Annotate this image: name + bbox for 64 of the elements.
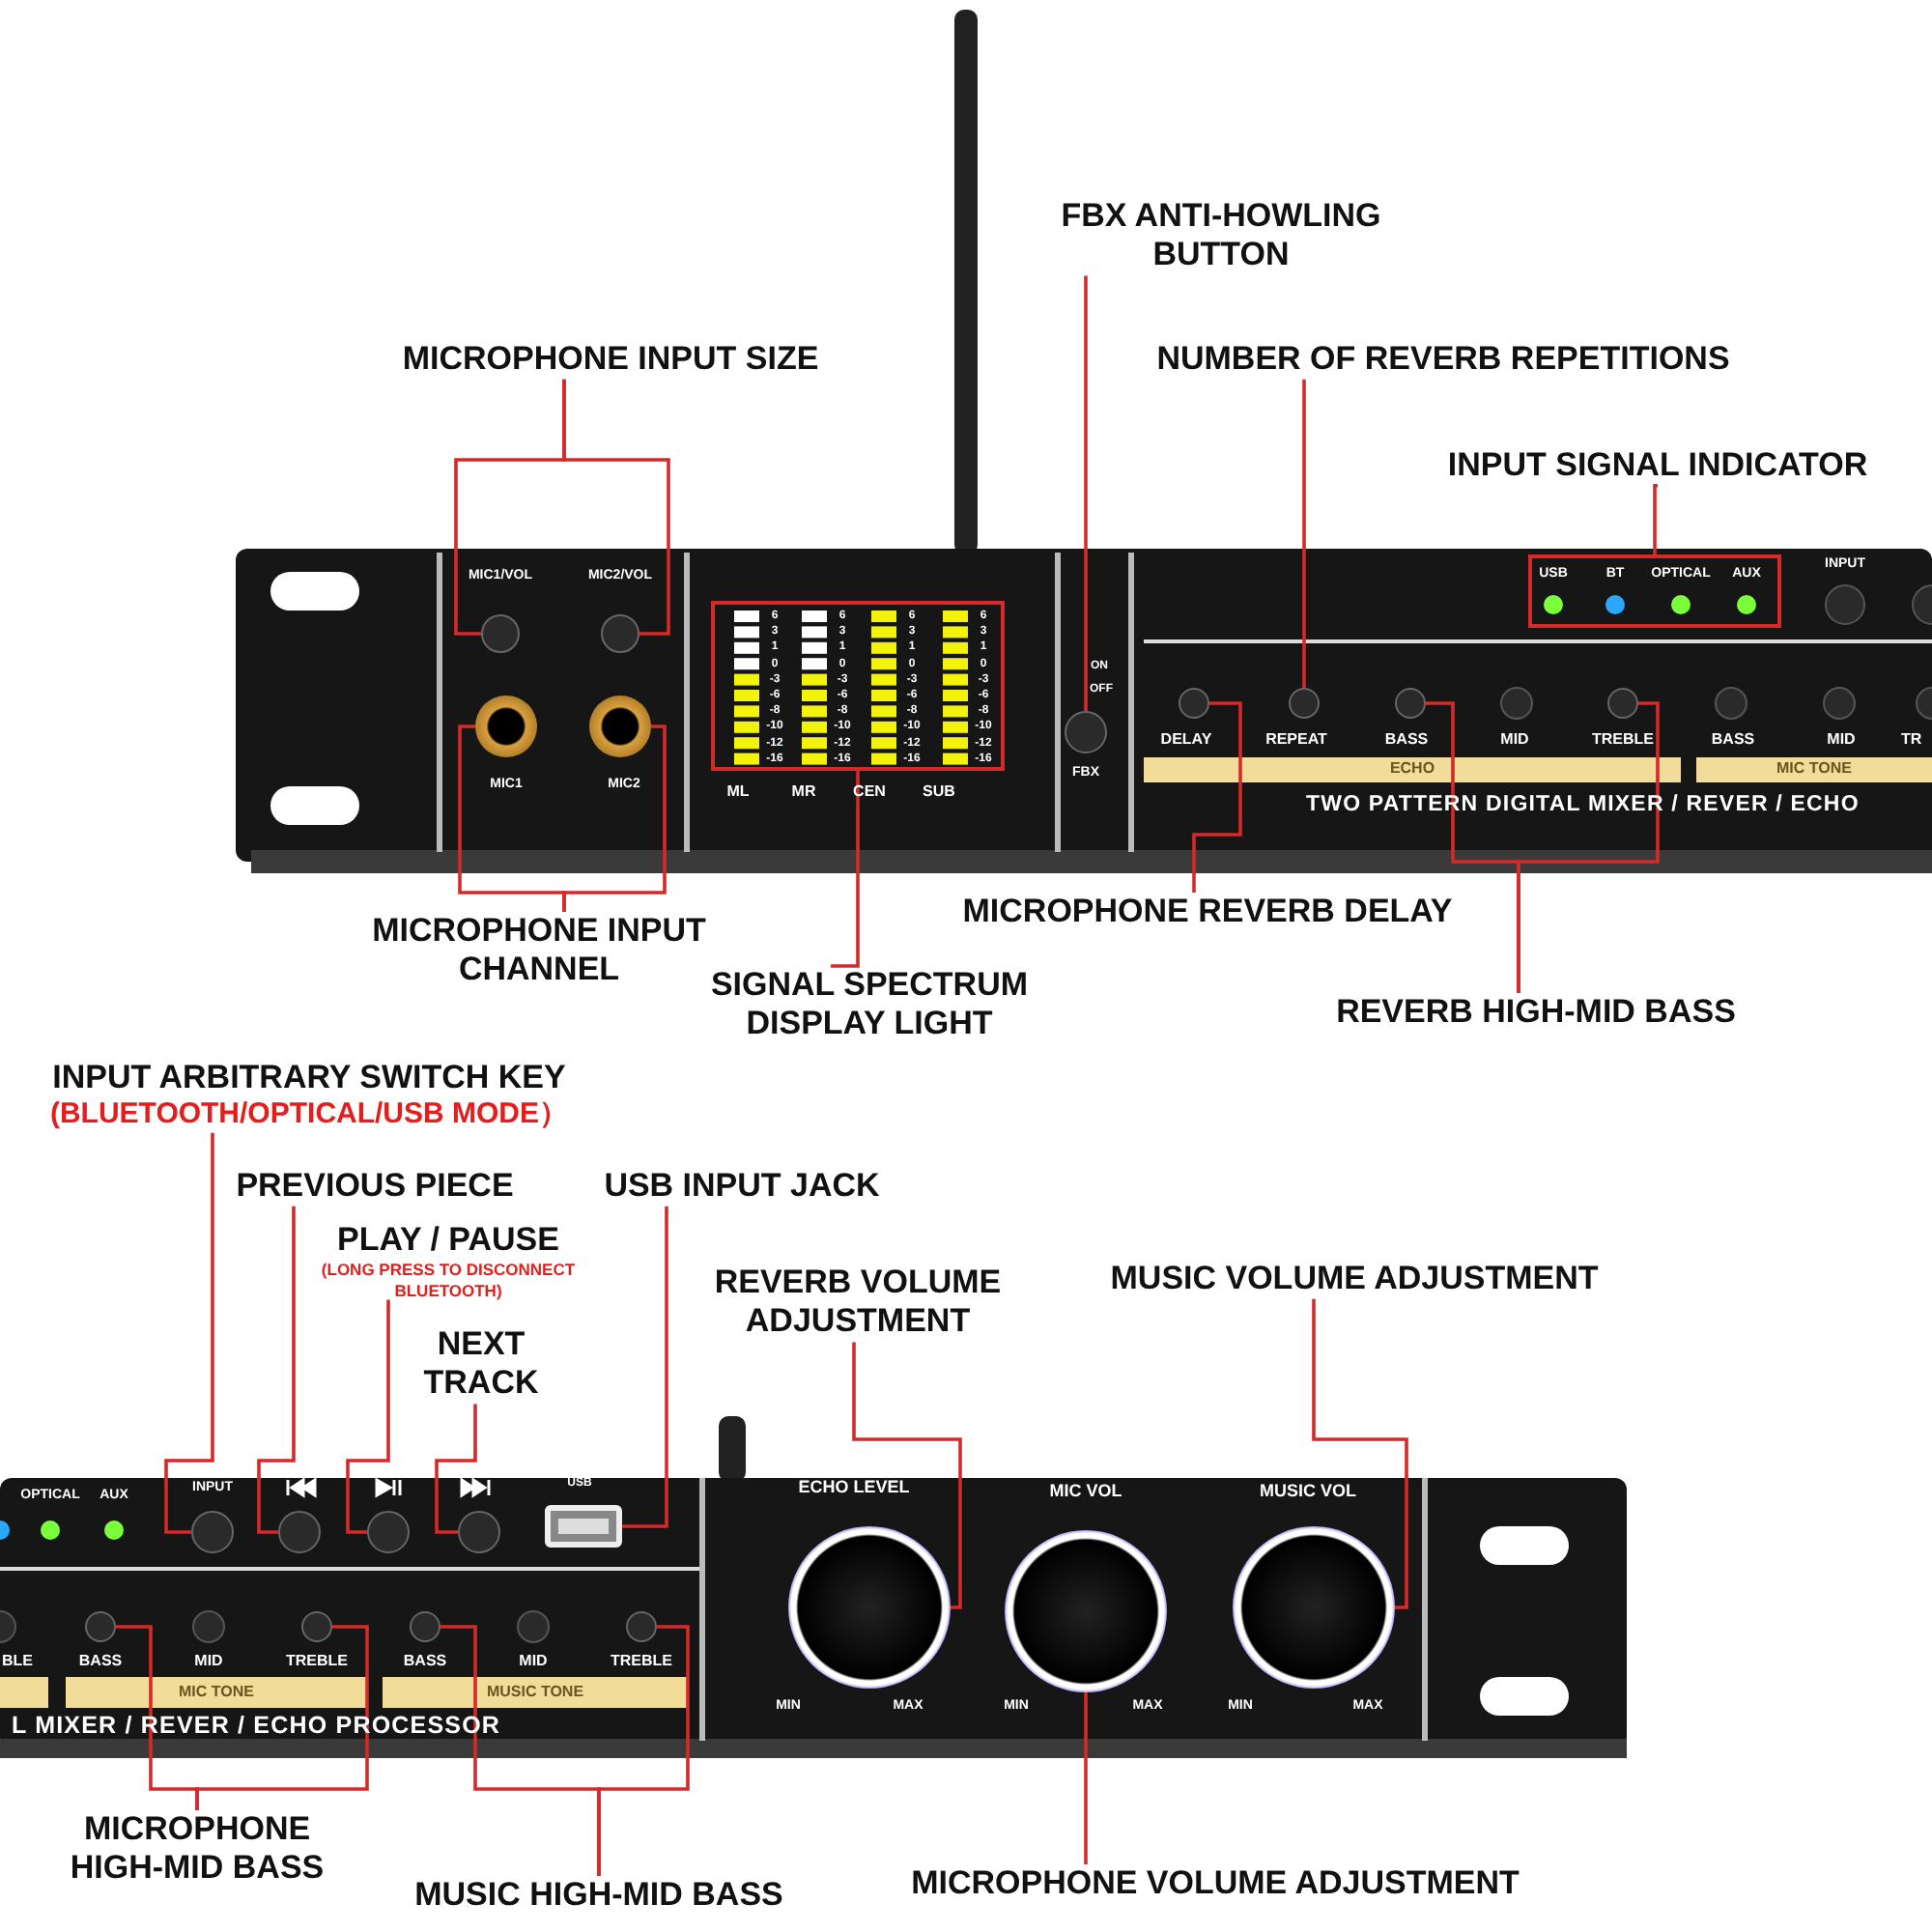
panel-text: MID (1827, 732, 1856, 748)
callout-label: NEXT TRACK (413, 1325, 549, 1405)
callout-label: PREVIOUS PIECE (236, 1167, 514, 1207)
panel-text: ECHO (1389, 761, 1435, 777)
panel-text: BLE (2, 1654, 33, 1669)
panel-text: BASS (78, 1654, 123, 1669)
callout-label: MICROPHONE VOLUME ADJUSTMENT (911, 1864, 1520, 1904)
leader-line (1302, 378, 1306, 688)
leader-line (1653, 484, 1658, 554)
leader-line (597, 1625, 690, 1876)
callout-label: REVERB VOLUME ADJUSTMENT (684, 1264, 1032, 1343)
callout-label: PLAY / PAUSE (LONG PRESS TO DISCONNECT BLUETOOTH) (303, 1221, 593, 1300)
panel-text: TREBLE (611, 1654, 672, 1669)
panel-text: MIC VOL (1049, 1483, 1122, 1500)
leader-line (562, 379, 670, 636)
callout-label: REVERB HIGH-MID BASS (1336, 993, 1736, 1033)
leader-line (1192, 701, 1242, 893)
highlight-frame (711, 601, 1005, 771)
panel-text: MIC TONE (179, 1685, 254, 1700)
panel-text: TREBLE (286, 1654, 348, 1669)
panel-text: TREBLE (1592, 732, 1654, 748)
panel-text: MUSIC VOL (1260, 1483, 1356, 1500)
callout-label: MUSIC VOLUME ADJUSTMENT (1110, 1260, 1599, 1299)
leader-line (1312, 1298, 1408, 1609)
callout-label: MICROPHONE INPUT CHANNEL (367, 912, 711, 991)
highlight-frame (1528, 554, 1781, 628)
callout-label: MICROPHONE HIGH-MID BASS (43, 1810, 352, 1889)
leader-line (1084, 273, 1088, 711)
panel-text: MIC TONE (1776, 761, 1852, 777)
panel-text: MR (791, 784, 816, 800)
leader-line (435, 1404, 477, 1534)
callout-label: FBX ANTI-HOWLING BUTTON (989, 197, 1453, 276)
panel-text: MUSIC TONE (486, 1685, 584, 1700)
panel-text: DELAY (1160, 732, 1212, 748)
leader-line (346, 1299, 390, 1534)
leader-line (164, 1132, 214, 1534)
panel-text: MID (194, 1654, 223, 1669)
callout-label: USB INPUT JACK (604, 1167, 880, 1207)
leader-line (1517, 701, 1660, 993)
leader-line (562, 724, 667, 912)
panel-text: BASS (1384, 732, 1429, 748)
callout-label: NUMBER OF REVERB REPETITIONS (1156, 340, 1730, 380)
panel-text: MID (1500, 732, 1529, 748)
leader-line (852, 1342, 962, 1609)
leader-line (1084, 1692, 1088, 1866)
panel-text: TR (1901, 732, 1922, 748)
leader-line (257, 1206, 296, 1534)
usb-port (545, 1505, 622, 1548)
panel-text: MID (519, 1654, 548, 1669)
panel-text: ML (726, 784, 750, 800)
panel-text: BASS (403, 1654, 447, 1669)
callout-label: MUSIC HIGH-MID BASS (414, 1876, 783, 1916)
callout-label: SIGNAL SPECTRUM DISPLAY LIGHT (707, 966, 1032, 1045)
callout-label: MICROPHONE INPUT SIZE (402, 340, 819, 380)
callout-label: INPUT ARBITRARY SWITCH KEY (BLUETOOTH/OPTICAL/USB MODE） (49, 1059, 569, 1133)
panel-text: ECHO LEVEL (798, 1479, 910, 1496)
panel-text: REPEAT (1265, 732, 1327, 748)
leader-line (195, 1625, 369, 1810)
panel-text: SUB (923, 784, 955, 800)
leader-line (622, 1206, 668, 1528)
callout-label: MICROPHONE REVERB DELAY (962, 893, 1453, 932)
leader-line (831, 771, 860, 968)
panel-text: BASS (1711, 732, 1755, 748)
callout-label: INPUT SIGNAL INDICATOR (1447, 446, 1868, 486)
